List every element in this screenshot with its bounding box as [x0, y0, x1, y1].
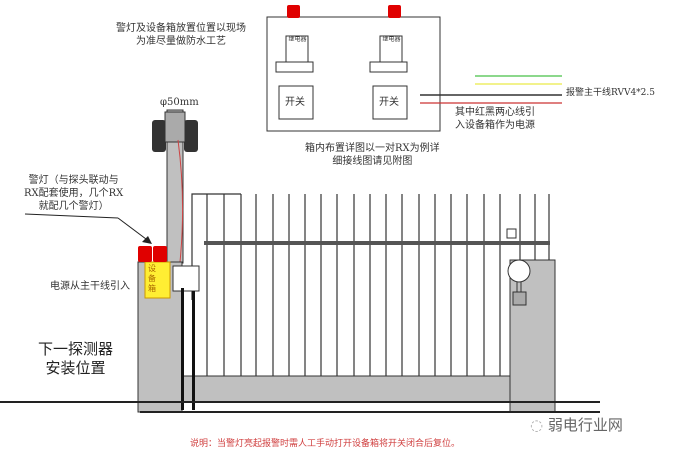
footer-note: 说明：当警灯亮起报警时需人工手动打开设备箱将开关闭合后复位。 [190, 439, 461, 449]
switch-label-2: 开关 [379, 97, 399, 108]
box-caption: 箱内布置详图以一对RX为例详细接线图请见附图 [305, 143, 440, 167]
watermark: ◌ 弱电行业网 [530, 416, 623, 434]
switch-2 [372, 85, 408, 120]
equipment-box [144, 261, 171, 299]
note-placement: 警灯及设备箱放置位置以现场为准尽量做防水工艺 [116, 23, 246, 47]
junction-box [172, 265, 200, 292]
switch-1 [278, 85, 314, 120]
power-wires-note: 其中红黑两心线引入设备箱作为电源 [455, 107, 535, 131]
relay-label-1: 继电器 [288, 36, 307, 43]
gate-bars [191, 193, 550, 376]
equipment-box-label: 设备箱 [148, 264, 156, 293]
relay-label-2: 继电器 [382, 36, 401, 43]
pole-size: φ50mm [160, 97, 199, 108]
wechat-icon: ◌ [530, 416, 548, 434]
switch-label-1: 开关 [285, 97, 305, 108]
main-line-label: 报警主干线RVV4*2.5 [566, 88, 655, 98]
power-source-note: 电源从主干线引入 [50, 281, 130, 292]
alarm-light-1 [287, 5, 300, 18]
next-detector-note: 下一探测器安装位置 [38, 340, 114, 377]
alarm-light-2 [388, 5, 401, 18]
